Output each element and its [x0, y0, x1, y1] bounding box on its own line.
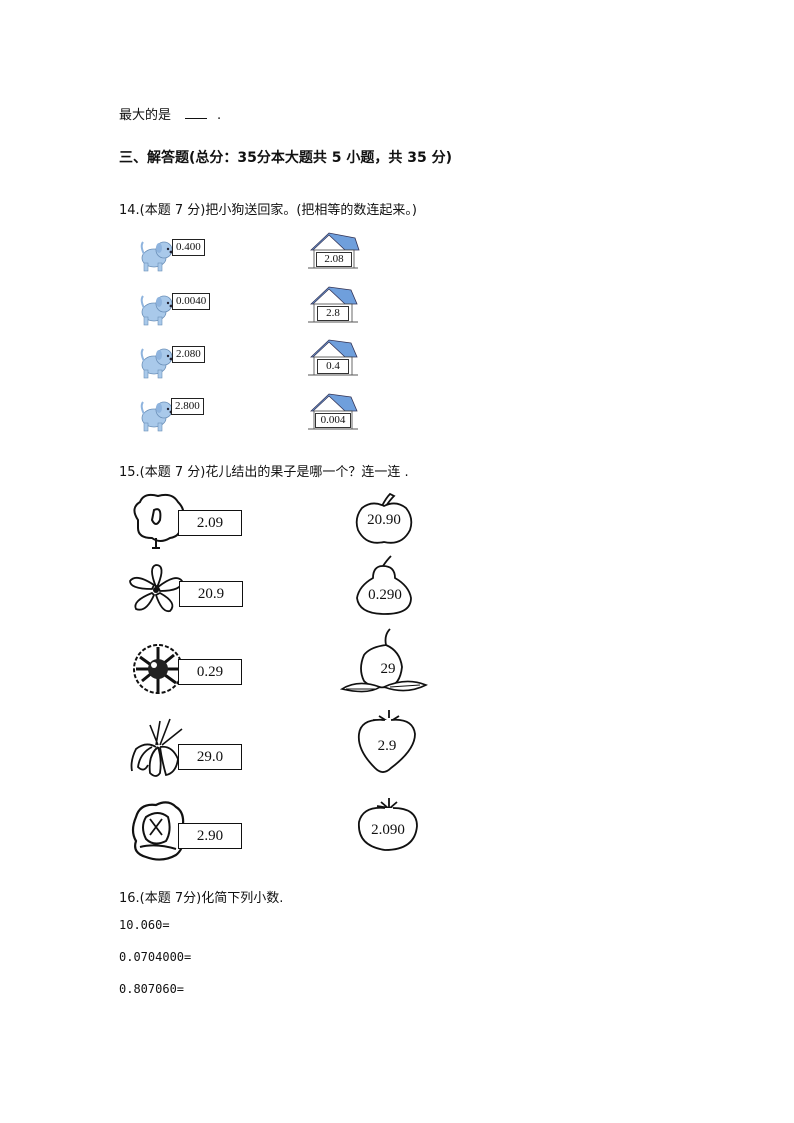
- strawberry-icon: [357, 710, 416, 773]
- flower-item[interactable]: 2.90: [126, 797, 246, 863]
- flower-item[interactable]: 29.0: [126, 715, 246, 781]
- question-16-prompt: 16.(本题 7分)化简下列小数.: [119, 891, 284, 906]
- house-item[interactable]: 2.8: [305, 284, 361, 326]
- question-14-prompt: 14.(本题 7 分)把小狗送回家。(把相等的数连起来。): [119, 203, 417, 218]
- dog-value: 0.400: [172, 239, 205, 256]
- dog-icon: [140, 295, 173, 326]
- flower-value: 0.29: [178, 659, 242, 685]
- simplify-item: 0.0704000=: [119, 950, 192, 964]
- rose-icon: [131, 801, 185, 861]
- dog-item[interactable]: 2.800: [138, 394, 218, 434]
- flower-value: 20.9: [179, 581, 243, 607]
- fruit-item-strawberry[interactable]: 2.9: [355, 708, 419, 776]
- question-15-prompt: 15.(本题 7 分)花儿结出的果子是哪一个？连一连 .: [119, 465, 409, 480]
- dog-value: 0.0040: [172, 293, 211, 310]
- fruit-value: 0.290: [368, 587, 402, 603]
- fruit-value: 2.9: [377, 738, 397, 754]
- answer-line-suffix: .: [217, 108, 222, 123]
- flower-item[interactable]: 0.29: [126, 637, 246, 699]
- flower-item[interactable]: 2.09: [126, 490, 246, 552]
- flower-item[interactable]: 20.9: [126, 563, 246, 615]
- answer-blank[interactable]: [185, 106, 208, 119]
- fruit-value: 29: [380, 661, 396, 677]
- house-value: 0.4: [317, 359, 349, 374]
- house-value: 2.8: [317, 306, 349, 321]
- house-item[interactable]: 0.4: [305, 337, 361, 379]
- simplify-item: 0.807060=: [119, 982, 185, 996]
- lily-icon: [130, 718, 183, 777]
- dog-icon: [140, 241, 173, 272]
- dog-value: 2.800: [171, 398, 204, 415]
- flower-value: 29.0: [178, 744, 242, 770]
- pear-icon: [356, 555, 412, 615]
- dog-item[interactable]: 0.0040: [138, 288, 218, 328]
- fruit-item-pear[interactable]: 0.290: [353, 554, 417, 616]
- answer-line: 最大的是.: [119, 104, 221, 123]
- fruit-item-apple[interactable]: 20.90: [352, 492, 416, 546]
- peach-icon: [340, 628, 428, 693]
- chrysanthemum-icon: [133, 644, 183, 694]
- fruit-item-tomato[interactable]: 2.090: [355, 796, 421, 854]
- dog-icon: [140, 348, 173, 379]
- house-value: 2.08: [316, 252, 352, 267]
- flower-value: 2.90: [178, 823, 242, 849]
- dog-value: 2.080: [172, 346, 205, 363]
- dog-icon: [140, 401, 173, 432]
- dog-item[interactable]: 2.080: [138, 341, 218, 381]
- simplify-item: 10.060=: [119, 918, 170, 932]
- flower-value: 2.09: [178, 510, 242, 536]
- dog-item[interactable]: 0.400: [138, 234, 218, 274]
- house-item[interactable]: 0.004: [305, 391, 361, 433]
- fruit-value: 20.90: [367, 512, 401, 528]
- answer-line-prefix: 最大的是: [119, 108, 172, 123]
- apple-icon: [355, 492, 413, 544]
- section-heading: 三、解答题(总分：35分本大题共 5 小题，共 35 分): [119, 150, 452, 166]
- house-item[interactable]: 2.08: [305, 230, 361, 272]
- fruit-value: 2.090: [371, 822, 405, 838]
- fruit-item-peach[interactable]: 29: [340, 627, 430, 699]
- tomato-icon: [358, 798, 418, 851]
- house-value: 0.004: [315, 413, 351, 428]
- flower-icon: [129, 564, 183, 613]
